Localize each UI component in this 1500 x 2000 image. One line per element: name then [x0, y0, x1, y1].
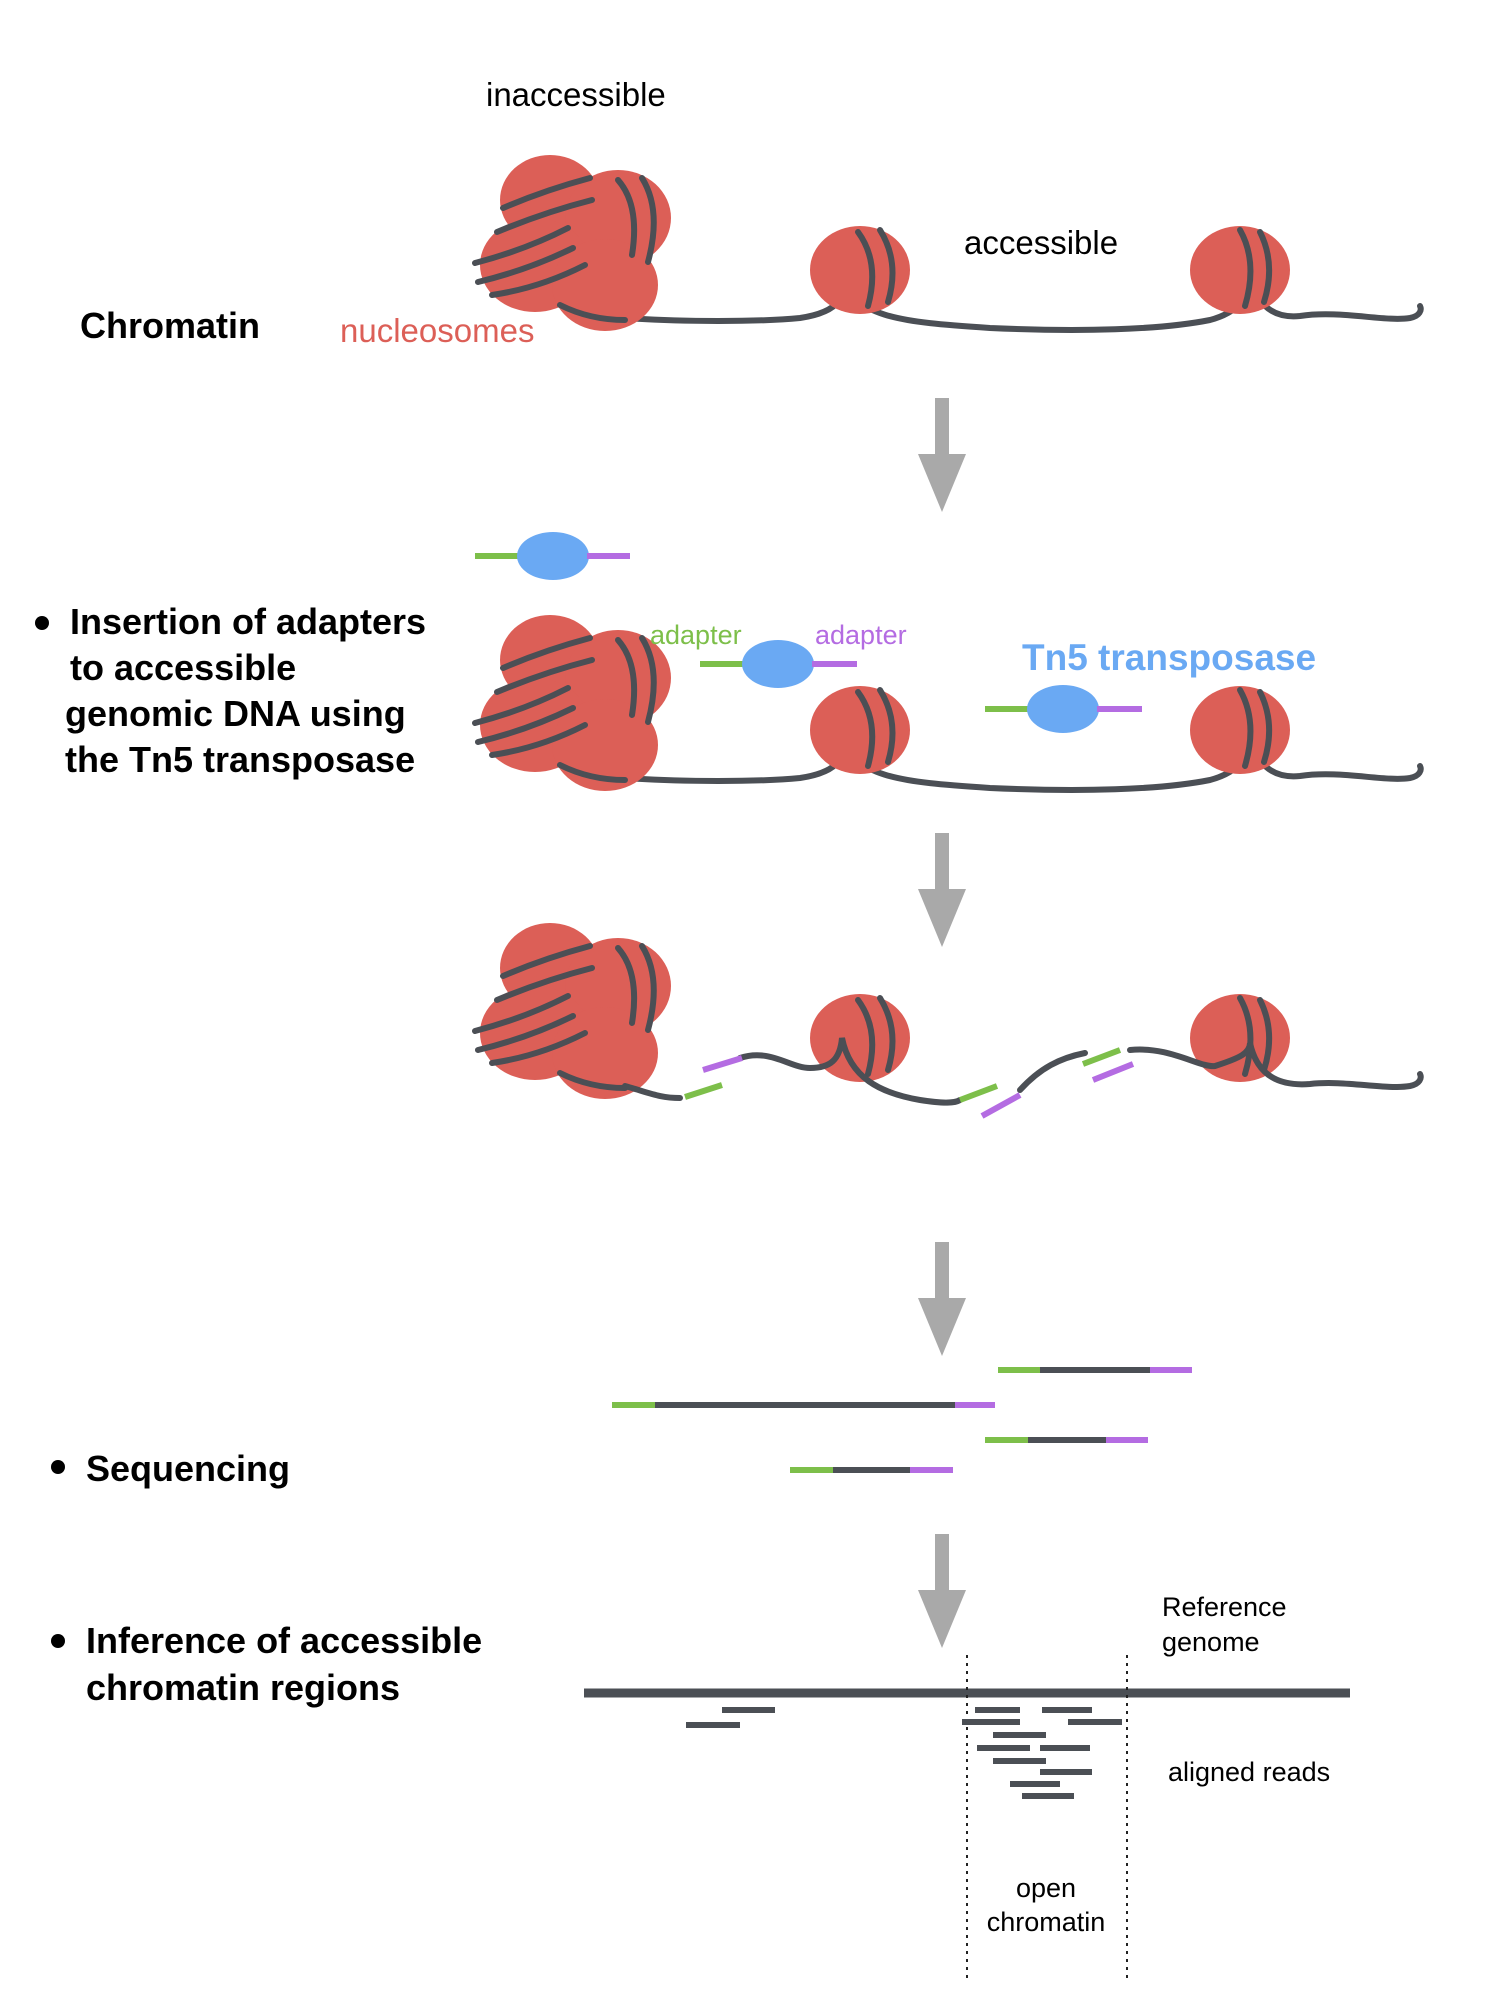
nucleosome [810, 686, 910, 774]
nucleosome [810, 226, 910, 314]
sequencing-label: Sequencing [86, 1448, 290, 1489]
nucleosome [1190, 226, 1290, 314]
tn5-label: Tn5 transposase [1022, 637, 1316, 678]
insertion-line-3: genomic DNA using [65, 693, 406, 734]
sequencing-reads [612, 1367, 1192, 1473]
tn5-complex [475, 532, 630, 580]
inference-line-2: chromatin regions [86, 1667, 400, 1708]
dna-fragment [1127, 1042, 1424, 1090]
reference-label-1: Reference [1162, 1592, 1287, 1622]
chromatin-row: inaccessible accessible Chromatin nucleo… [80, 76, 1424, 349]
adapter-green-label: adapter [650, 620, 742, 650]
dna-strand [622, 728, 1424, 793]
tn5-complex-labeled [700, 640, 857, 688]
aligned-reads-label: aligned reads [1168, 1757, 1330, 1787]
nucleosomes-label: nucleosomes [340, 312, 534, 349]
sequencing-step-text: Sequencing [51, 1448, 290, 1489]
insertion-row [475, 615, 1424, 793]
inference-line-1: Inference of accessible [86, 1620, 482, 1661]
inaccessible-nucleosome-cluster [475, 155, 671, 331]
dna-fragment [737, 1037, 963, 1106]
reference-label-2: genome [1162, 1627, 1260, 1657]
open-chromatin-label-1: open [1016, 1873, 1076, 1903]
dna-fragment [1017, 1050, 1088, 1093]
arrow-down-icon [918, 398, 966, 512]
open-chromatin-label-2: chromatin [987, 1907, 1106, 1937]
tagmented-row [475, 923, 1424, 1119]
insertion-line-2: to accessible [70, 647, 296, 688]
tn5-complex [985, 685, 1142, 733]
chromatin-label: Chromatin [80, 305, 260, 346]
nucleosome [1190, 994, 1290, 1082]
inaccessible-label: inaccessible [486, 76, 666, 113]
adapter-purple-label: adapter [815, 620, 907, 650]
inference-step-text: Inference of accessible chromatin region… [51, 1620, 482, 1708]
insertion-line-4: the Tn5 transposase [65, 739, 415, 780]
inaccessible-nucleosome-cluster [475, 615, 671, 791]
inaccessible-nucleosome-cluster [475, 923, 671, 1099]
insertion-step-text: Insertion of adapters to accessible geno… [35, 601, 426, 780]
alignment-panel: Reference genome aligned reads open chro… [584, 1592, 1350, 1980]
accessible-label: accessible [964, 224, 1118, 261]
aligned-reads [686, 1707, 1122, 1799]
dna-strand [622, 268, 1424, 333]
insertion-line-1: Insertion of adapters [70, 601, 426, 642]
arrow-down-icon [918, 1242, 966, 1356]
arrow-down-icon [918, 1534, 966, 1648]
dna-fragment [622, 1083, 683, 1101]
nucleosome [1190, 686, 1290, 774]
arrow-down-icon [918, 833, 966, 947]
